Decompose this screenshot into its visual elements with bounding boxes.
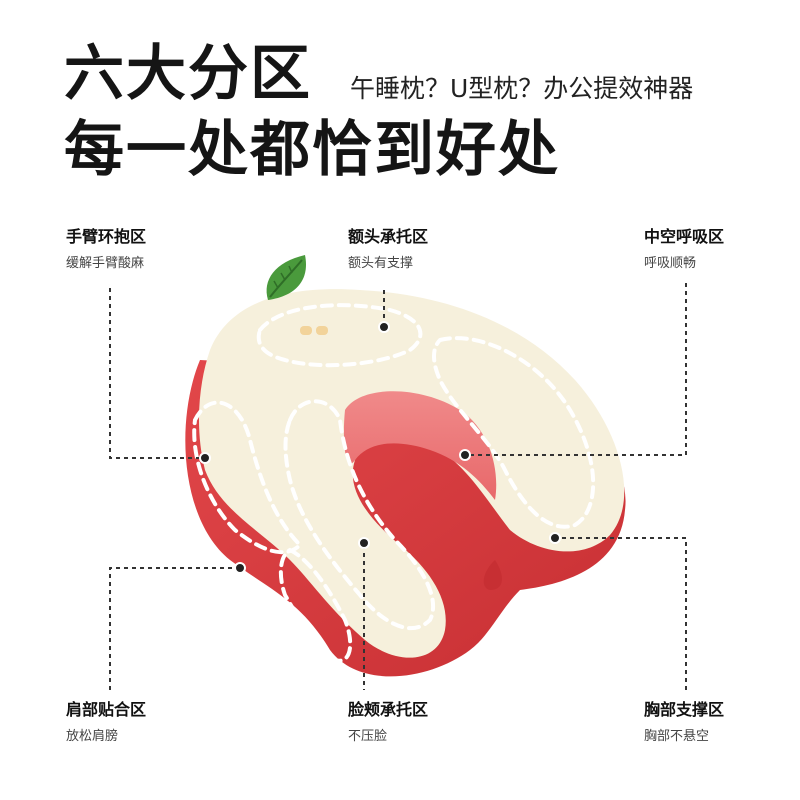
strap-tie bbox=[483, 560, 502, 590]
leader-breathing bbox=[465, 283, 687, 456]
leader-chest bbox=[555, 537, 687, 690]
marker-arm bbox=[199, 452, 211, 464]
zone-cheek: 脸颊承托区 不压脸 bbox=[348, 700, 428, 746]
zone-forehead-title: 额头承托区 bbox=[348, 227, 429, 246]
arm-zone-outline bbox=[192, 400, 303, 555]
headline-line1: 六大分区 bbox=[64, 39, 312, 109]
marker-chest bbox=[549, 532, 561, 544]
zone-shoulder: 肩部贴合区 放松肩膀 bbox=[66, 700, 146, 746]
zone-chest-title: 胸部支撑区 bbox=[644, 700, 725, 719]
zone-breathing-title: 中空呼吸区 bbox=[644, 227, 725, 246]
zone-arm-desc: 缓解手臂酸麻 bbox=[66, 256, 145, 271]
leader-shoulder bbox=[109, 567, 240, 690]
zone-shoulder-title: 肩部贴合区 bbox=[66, 700, 147, 719]
pillow-top bbox=[198, 289, 625, 658]
leader-arm bbox=[109, 288, 205, 459]
marker-breathing bbox=[459, 449, 471, 461]
leaf-icon bbox=[266, 255, 306, 300]
forehead-zone-outline bbox=[256, 303, 423, 368]
zone-cheek-desc: 不压脸 bbox=[348, 729, 388, 744]
zone-markers bbox=[199, 321, 561, 574]
marker-cheek bbox=[358, 537, 370, 549]
eyes-icon bbox=[300, 326, 328, 335]
zone-chest-desc: 胸部不悬空 bbox=[644, 729, 710, 744]
zone-outlines bbox=[192, 303, 596, 663]
zone-forehead: 额头承托区 额头有支撑 bbox=[348, 227, 428, 273]
zone-shoulder-desc: 放松肩膀 bbox=[66, 729, 119, 744]
marker-shoulder bbox=[234, 562, 246, 574]
pillow-hole bbox=[343, 391, 497, 500]
leader-lines bbox=[109, 283, 687, 690]
cheek-zone-outline bbox=[283, 399, 436, 631]
headline-line2: 每一处都恰到好处 bbox=[64, 115, 560, 185]
zone-arm: 手臂环抱区 缓解手臂酸麻 bbox=[66, 227, 146, 273]
zone-breathing-desc: 呼吸顺畅 bbox=[644, 256, 697, 271]
headline-subtitle: 午睡枕？U型枕？办公提效神器 bbox=[350, 74, 694, 103]
zone-forehead-desc: 额头有支撑 bbox=[348, 256, 414, 271]
zone-arm-title: 手臂环抱区 bbox=[66, 227, 147, 246]
marker-forehead bbox=[378, 321, 390, 333]
zone-chest: 胸部支撑区 胸部不悬空 bbox=[644, 700, 724, 746]
zone-breathing: 中空呼吸区 呼吸顺畅 bbox=[644, 227, 724, 273]
zone-cheek-title: 脸颊承托区 bbox=[348, 700, 429, 719]
shoulder-zone-outline bbox=[278, 547, 353, 663]
